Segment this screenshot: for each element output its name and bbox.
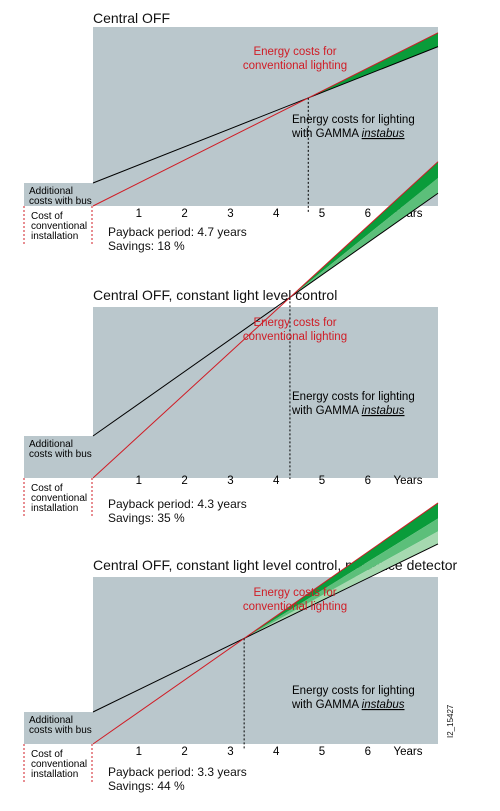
x-tick-label: 1 xyxy=(136,475,142,487)
conventional-energy-line xyxy=(92,32,439,207)
additional-costs-label-2: costs with bus xyxy=(29,725,92,736)
plot-background xyxy=(93,307,438,478)
x-tick-label: 5 xyxy=(319,475,325,487)
document-id: I2_15427 xyxy=(446,704,455,738)
payback-info-1: Payback period: 4.7 years Savings: 18 % xyxy=(108,225,247,253)
cost-label-1: Cost of xyxy=(31,211,63,222)
gamma-label-2: with GAMMA instabus xyxy=(291,699,405,711)
payback-period-text: Payback period: 4.3 years xyxy=(108,497,247,511)
x-tick-label: 5 xyxy=(319,208,325,220)
x-tick-label: 4 xyxy=(273,475,280,487)
x-tick-label: 3 xyxy=(227,475,233,487)
x-axis-label: Years xyxy=(394,475,423,487)
conventional-energy-line xyxy=(92,161,439,479)
additional-costs-box xyxy=(24,436,93,478)
x-tick-label: 3 xyxy=(227,746,233,758)
payback-info-3: Payback period: 3.3 years Savings: 44 % xyxy=(108,765,247,793)
additional-costs-label-1: Additional xyxy=(29,715,73,726)
gamma-label-2: with GAMMA instabus xyxy=(291,128,405,140)
chart-title-1: Central OFF xyxy=(93,10,171,26)
x-tick-label: 1 xyxy=(136,746,142,758)
additional-costs-label-1: Additional xyxy=(29,439,73,450)
cost-label-1: Cost of xyxy=(31,483,63,494)
gamma-energy-line xyxy=(92,192,439,437)
savings-text: Savings: 18 % xyxy=(108,239,185,253)
cost-label-2: conventional xyxy=(31,493,87,504)
conventional-energy-line xyxy=(92,502,439,745)
payback-period-text: Payback period: 3.3 years xyxy=(108,765,247,779)
conventional-label-1: Energy costs for xyxy=(253,587,336,599)
plot-background xyxy=(93,27,438,206)
savings-band-2 xyxy=(289,177,438,298)
plot-background xyxy=(93,577,438,744)
x-tick-label: 6 xyxy=(365,208,371,220)
conventional-label-1: Energy costs for xyxy=(253,46,336,58)
gamma-label-1: Energy costs for lighting xyxy=(292,114,415,126)
additional-costs-label-1: Additional xyxy=(29,186,73,197)
payback-period-text: Payback period: 4.7 years xyxy=(108,225,247,239)
gamma-energy-line xyxy=(92,543,439,713)
savings-band-2 xyxy=(244,518,438,639)
x-tick-label: 2 xyxy=(181,208,187,220)
cost-label-2: conventional xyxy=(31,759,87,770)
cost-label-2: conventional xyxy=(31,221,87,232)
x-tick-label: 6 xyxy=(365,746,371,758)
instabus-brand: instabus xyxy=(362,405,405,417)
conventional-label-2: conventional lighting xyxy=(243,331,347,343)
conventional-label-1: Energy costs for xyxy=(253,317,336,329)
additional-costs-box xyxy=(24,183,93,206)
x-tick-label: 2 xyxy=(181,746,187,758)
savings-text: Savings: 44 % xyxy=(108,779,185,793)
savings-text: Savings: 35 % xyxy=(108,511,185,525)
additional-costs-box xyxy=(24,712,93,744)
cost-label-3: installation xyxy=(31,503,78,514)
cost-label-3: installation xyxy=(31,231,78,242)
cost-label-3: installation xyxy=(31,769,78,780)
x-tick-label: 2 xyxy=(181,475,187,487)
gamma-energy-line xyxy=(92,46,439,184)
conventional-label-2: conventional lighting xyxy=(243,60,347,72)
cost-label-1: Cost of xyxy=(31,749,63,760)
gamma-label-1: Energy costs for lighting xyxy=(292,391,415,403)
gamma-label-2: with GAMMA instabus xyxy=(291,405,405,417)
x-tick-label: 1 xyxy=(136,208,142,220)
instabus-brand: instabus xyxy=(362,128,405,140)
conventional-label-2: conventional lighting xyxy=(243,601,347,613)
additional-costs-label-2: costs with bus xyxy=(29,449,92,460)
savings-band-3 xyxy=(244,531,438,639)
x-tick-label: 4 xyxy=(273,208,280,220)
additional-costs-label-2: costs with bus xyxy=(29,196,92,207)
x-tick-label: 6 xyxy=(365,475,371,487)
x-tick-label: 4 xyxy=(273,746,280,758)
x-tick-label: 5 xyxy=(319,746,325,758)
x-axis-label: Years xyxy=(394,746,423,758)
gamma-label-1: Energy costs for lighting xyxy=(292,685,415,697)
instabus-brand: instabus xyxy=(362,699,405,711)
chart-title-2: Central OFF, constant light level contro… xyxy=(93,287,338,303)
x-tick-label: 3 xyxy=(227,208,233,220)
payback-info-2: Payback period: 4.3 years Savings: 35 % xyxy=(108,497,247,525)
